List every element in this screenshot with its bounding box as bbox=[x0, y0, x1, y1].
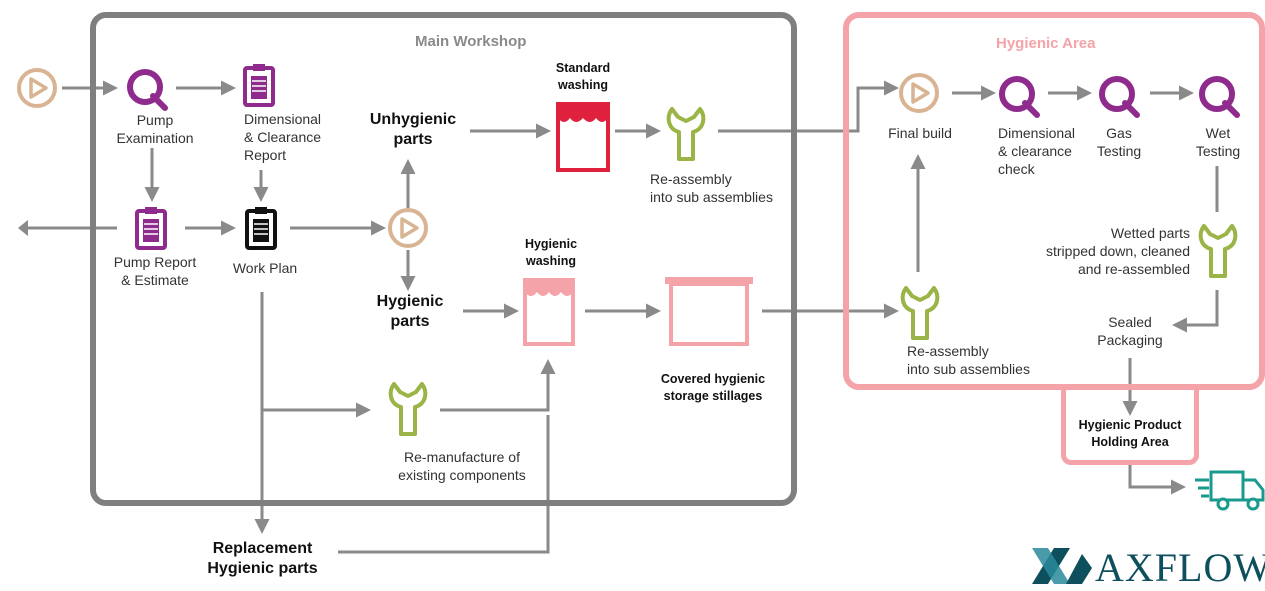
hygienic-area-zone bbox=[843, 12, 1265, 390]
holding-area-label: Hygienic Product Holding Area bbox=[1078, 418, 1182, 449]
play-circle-icon bbox=[899, 73, 939, 113]
reassembly-label-1: Re-assembly into sub assemblies bbox=[650, 171, 773, 205]
pump-report-label: Pump Report & Estimate bbox=[113, 254, 197, 288]
wetted-parts-label: Wetted parts stripped down, cleaned and … bbox=[1046, 225, 1190, 277]
hygienic-parts-label: Hygienic parts bbox=[376, 293, 444, 330]
main-workshop-title: Main Workshop bbox=[415, 33, 527, 50]
arrow-head-left bbox=[18, 220, 28, 236]
q-inspect-icon bbox=[1199, 76, 1240, 118]
reassembly-label-2: Re-assembly into sub assemblies bbox=[907, 343, 1030, 377]
q-inspect-icon bbox=[1099, 76, 1140, 118]
clipboard-icon bbox=[135, 207, 167, 250]
arrow-wetted-to-packaging bbox=[1172, 290, 1219, 333]
axflow-logo-mark bbox=[1032, 548, 1092, 584]
arrow-holding-to-truck bbox=[1128, 465, 1186, 495]
wrench-icon bbox=[666, 107, 706, 161]
storage-stillage-icon bbox=[665, 277, 753, 346]
pump-examination-label: Pump Examination bbox=[116, 112, 194, 146]
wrench-icon bbox=[388, 382, 428, 436]
hygienic-wash-tank-icon bbox=[523, 278, 575, 346]
wet-testing-label: Wet Testing bbox=[1195, 125, 1241, 159]
standard-washing-label: Standard washing bbox=[555, 61, 611, 92]
unhygienic-parts-label: Unhygienic parts bbox=[369, 111, 457, 148]
arrow-remanufacture-to-hwash bbox=[440, 359, 556, 412]
sealed-packaging-label: Sealed Packaging bbox=[1097, 314, 1163, 348]
dimensional-check-label: Dimensional & clearance check bbox=[998, 125, 1076, 177]
q-inspect-icon bbox=[999, 76, 1040, 118]
covered-storage-label: Covered hygienic storage stillages bbox=[660, 372, 766, 403]
standard-wash-tank-icon bbox=[556, 102, 610, 172]
play-circle-icon bbox=[388, 208, 428, 248]
wrench-icon bbox=[1198, 224, 1238, 278]
work-plan-clipboard-icon bbox=[245, 207, 277, 250]
delivery-truck-icon bbox=[1195, 470, 1265, 511]
arrow-replacement-to-hwash bbox=[338, 415, 550, 554]
clipboard-icon bbox=[243, 64, 275, 107]
play-circle-icon bbox=[17, 68, 57, 108]
axflow-logo-text: AXFLOW bbox=[1095, 545, 1265, 590]
dimensional-report-label: Dimensional & Clearance Report bbox=[244, 111, 322, 163]
remanufacture-label: Re-manufacture of existing components bbox=[398, 449, 526, 483]
final-build-label: Final build bbox=[888, 125, 952, 141]
gas-testing-label: Gas Testing bbox=[1096, 125, 1142, 159]
hygienic-washing-label: Hygienic washing bbox=[524, 237, 578, 268]
holding-area-zone bbox=[1061, 384, 1199, 465]
arrow-reassembly-to-final-build bbox=[718, 80, 899, 133]
hygienic-area-title: Hygienic Area bbox=[996, 35, 1096, 52]
wrench-icon bbox=[900, 286, 940, 340]
replacement-parts-label: Replacement Hygienic parts bbox=[207, 540, 318, 577]
main-workshop-zone bbox=[90, 12, 797, 506]
work-plan-label: Work Plan bbox=[232, 260, 298, 276]
q-inspect-icon bbox=[127, 69, 168, 111]
